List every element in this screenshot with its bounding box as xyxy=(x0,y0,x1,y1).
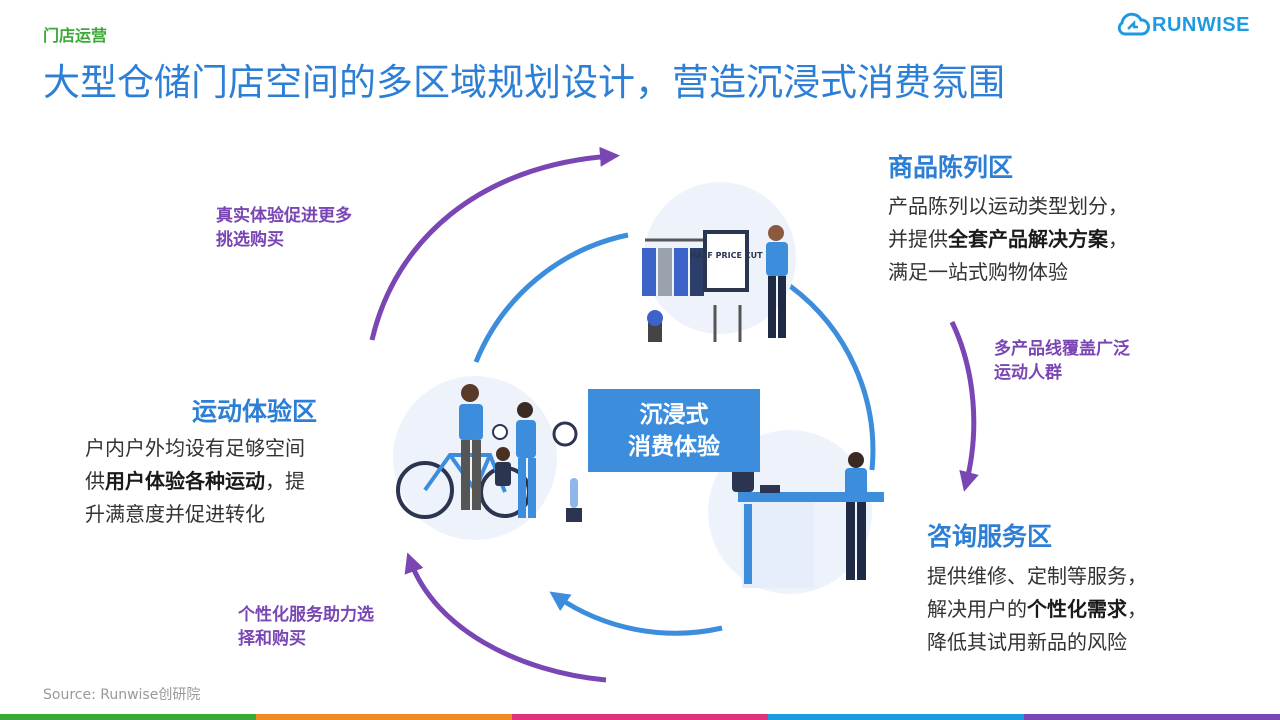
experience-zone-line-2-suffix: ，提 xyxy=(265,469,305,493)
cycle-label-right: 多产品线覆盖广泛 运动人群 xyxy=(994,337,1130,385)
cycle-label-right-1: 多产品线覆盖广泛 xyxy=(994,339,1130,359)
bottom-bar-segment xyxy=(1024,714,1280,720)
inner-ring-arc-right xyxy=(788,283,876,471)
display-zone-line-2-bold: 全套产品解决方案 xyxy=(948,227,1108,251)
cycle-arrow-bottom-left xyxy=(404,552,607,683)
display-zone-line-2-prefix: 并提供 xyxy=(888,227,948,251)
page-title: 大型仓储门店空间的多区域规划设计，营造沉浸式消费氛围 xyxy=(43,61,1005,104)
cycle-arrow-top xyxy=(369,146,620,341)
sign-text: HALF PRICE CUT xyxy=(689,251,763,260)
cycle-label-top-left: 真实体验促进更多 挑选购买 xyxy=(216,204,352,252)
inner-ring-arc-bottom xyxy=(549,591,723,636)
display-zone-heading: 商品陈列区 xyxy=(888,153,1014,182)
logo-text: RUNWISE xyxy=(1152,13,1250,36)
experience-zone-line-2-prefix: 供 xyxy=(85,469,105,493)
clothing-rack-salesperson-illustration: HALF PRICE CUT xyxy=(642,182,796,342)
cycle-label-top-left-2: 挑选购买 xyxy=(216,230,284,250)
display-zone-line-2: 并提供全套产品解决方案， xyxy=(888,223,1128,256)
experience-zone-line-2: 供用户体验各种运动，提 xyxy=(85,465,305,498)
service-zone-line-2-bold: 个性化需求 xyxy=(1027,597,1127,621)
display-zone-line-3: 满足一站式购物体验 xyxy=(888,260,1068,284)
center-label: 沉浸式 消费体验 xyxy=(588,389,760,472)
service-zone-line-1: 提供维修、定制等服务， xyxy=(927,564,1147,588)
experience-zone-line-1: 户内户外均设有足够空间 xyxy=(85,436,305,460)
experience-zone-heading: 运动体验区 xyxy=(192,397,318,426)
cycle-label-bottom-left: 个性化服务助力选 择和购买 xyxy=(238,603,374,651)
cloud-arrow-icon xyxy=(1117,12,1151,36)
runwise-logo: RUNWISE xyxy=(1116,12,1250,38)
inner-ring-arc-top xyxy=(473,232,629,363)
experience-zone-body: 户内户外均设有足够空间 供用户体验各种运动，提 升满意度并促进转化 xyxy=(85,432,305,531)
center-line-2: 消费体验 xyxy=(628,433,720,460)
section-tag: 门店运营 xyxy=(43,26,108,45)
cycle-label-bottom-left-1: 个性化服务助力选 xyxy=(238,605,374,625)
bike-family-illustration xyxy=(393,376,582,540)
service-zone-heading: 咨询服务区 xyxy=(927,522,1053,551)
source-note: Source: Runwise创研院 xyxy=(43,687,201,703)
bottom-bar-segment xyxy=(256,714,512,720)
bottom-bar-segment xyxy=(512,714,768,720)
cycle-arrow-right xyxy=(949,320,979,492)
center-line-1: 沉浸式 xyxy=(639,401,709,428)
display-zone-line-2-suffix: ， xyxy=(1108,227,1128,251)
cycle-label-bottom-left-2: 择和购买 xyxy=(238,629,306,649)
service-zone-line-3: 降低其试用新品的风险 xyxy=(927,630,1127,654)
service-zone-line-2-prefix: 解决用户的 xyxy=(927,597,1027,621)
experience-zone-line-3: 升满意度并促进转化 xyxy=(85,502,265,526)
display-zone-line-1: 产品陈列以运动类型划分， xyxy=(888,194,1128,218)
bottom-bar-segment xyxy=(0,714,256,720)
service-zone-body: 提供维修、定制等服务， 解决用户的个性化需求， 降低其试用新品的风险 xyxy=(927,560,1147,659)
service-zone-line-2: 解决用户的个性化需求， xyxy=(927,593,1147,626)
experience-zone-line-2-bold: 用户体验各种运动 xyxy=(105,469,265,493)
cycle-label-right-2: 运动人群 xyxy=(994,363,1062,383)
bottom-color-bar xyxy=(0,714,1280,720)
service-zone-line-2-suffix: ， xyxy=(1127,597,1147,621)
bottom-bar-segment xyxy=(768,714,1024,720)
cycle-label-top-left-1: 真实体验促进更多 xyxy=(216,206,352,226)
display-zone-body: 产品陈列以运动类型划分， 并提供全套产品解决方案， 满足一站式购物体验 xyxy=(888,190,1128,289)
